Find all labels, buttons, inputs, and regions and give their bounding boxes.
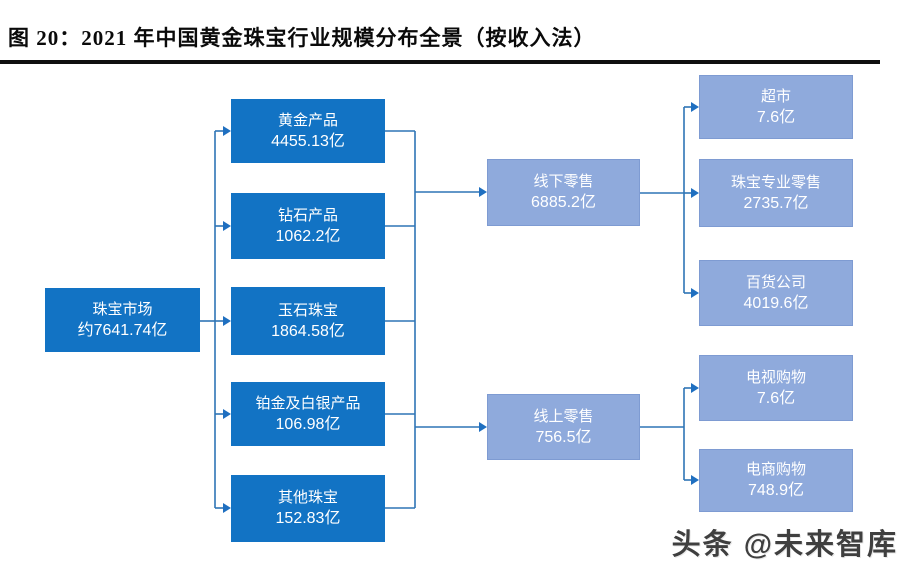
node-label: 电商购物 [745, 461, 806, 478]
node-gold-products: 黄金产品 4455.13亿 [231, 99, 385, 163]
node-value: 748.9亿 [747, 482, 805, 499]
node-label: 珠宝市场 [92, 300, 153, 318]
node-value: 约7641.74亿 [77, 321, 168, 339]
node-diamond-products: 钻石产品 1062.2亿 [231, 193, 385, 259]
node-label: 超市 [760, 87, 791, 105]
node-offline-retail: 线下零售 6885.2亿 [487, 159, 640, 226]
node-label: 玉石珠宝 [277, 301, 338, 319]
node-online-retail: 线上零售 756.5亿 [487, 394, 640, 460]
node-platinum-silver-products: 铂金及白银产品 106.98亿 [231, 382, 385, 446]
node-label: 电视购物 [745, 368, 806, 386]
node-label: 黄金产品 [277, 111, 338, 129]
node-department-store: 百货公司 4019.6亿 [699, 260, 853, 326]
node-value: 1864.58亿 [271, 322, 345, 340]
node-value: 7.6亿 [756, 108, 796, 126]
node-other-jewelry: 其他珠宝 152.83亿 [231, 475, 385, 542]
node-value: 1062.2亿 [275, 227, 341, 245]
node-value: 4455.13亿 [271, 132, 345, 150]
node-jade-jewelry: 玉石珠宝 1864.58亿 [231, 287, 385, 355]
node-value: 4019.6亿 [743, 294, 809, 312]
toutiao-watermark: 头条 @未来智库 [671, 529, 898, 561]
node-label: 百货公司 [745, 273, 806, 291]
node-label: 其他珠宝 [277, 489, 338, 506]
node-jewelry-specialty-retail: 珠宝专业零售 2735.7亿 [699, 159, 853, 227]
node-tv-shopping: 电视购物 7.6亿 [699, 355, 853, 421]
node-label: 线上零售 [533, 407, 594, 425]
node-value: 6885.2亿 [531, 194, 596, 211]
node-label: 钻石产品 [277, 206, 338, 224]
node-value: 756.5亿 [535, 428, 592, 446]
node-label: 线下零售 [533, 173, 594, 190]
node-supermarket: 超市 7.6亿 [699, 75, 853, 139]
node-label: 珠宝专业零售 [730, 173, 821, 191]
node-value: 7.6亿 [756, 389, 796, 407]
figure-title: 图 20：2021 年中国黄金珠宝行业规模分布全景（按收入法） [8, 26, 596, 50]
node-ecommerce-shopping: 电商购物 748.9亿 [699, 449, 853, 512]
node-jewelry-market: 珠宝市场 约7641.74亿 [45, 288, 200, 352]
title-underline [0, 60, 880, 64]
node-value: 152.83亿 [275, 510, 341, 527]
node-label: 铂金及白银产品 [255, 394, 361, 412]
node-value: 2735.7亿 [743, 194, 809, 212]
node-value: 106.98亿 [275, 415, 341, 433]
